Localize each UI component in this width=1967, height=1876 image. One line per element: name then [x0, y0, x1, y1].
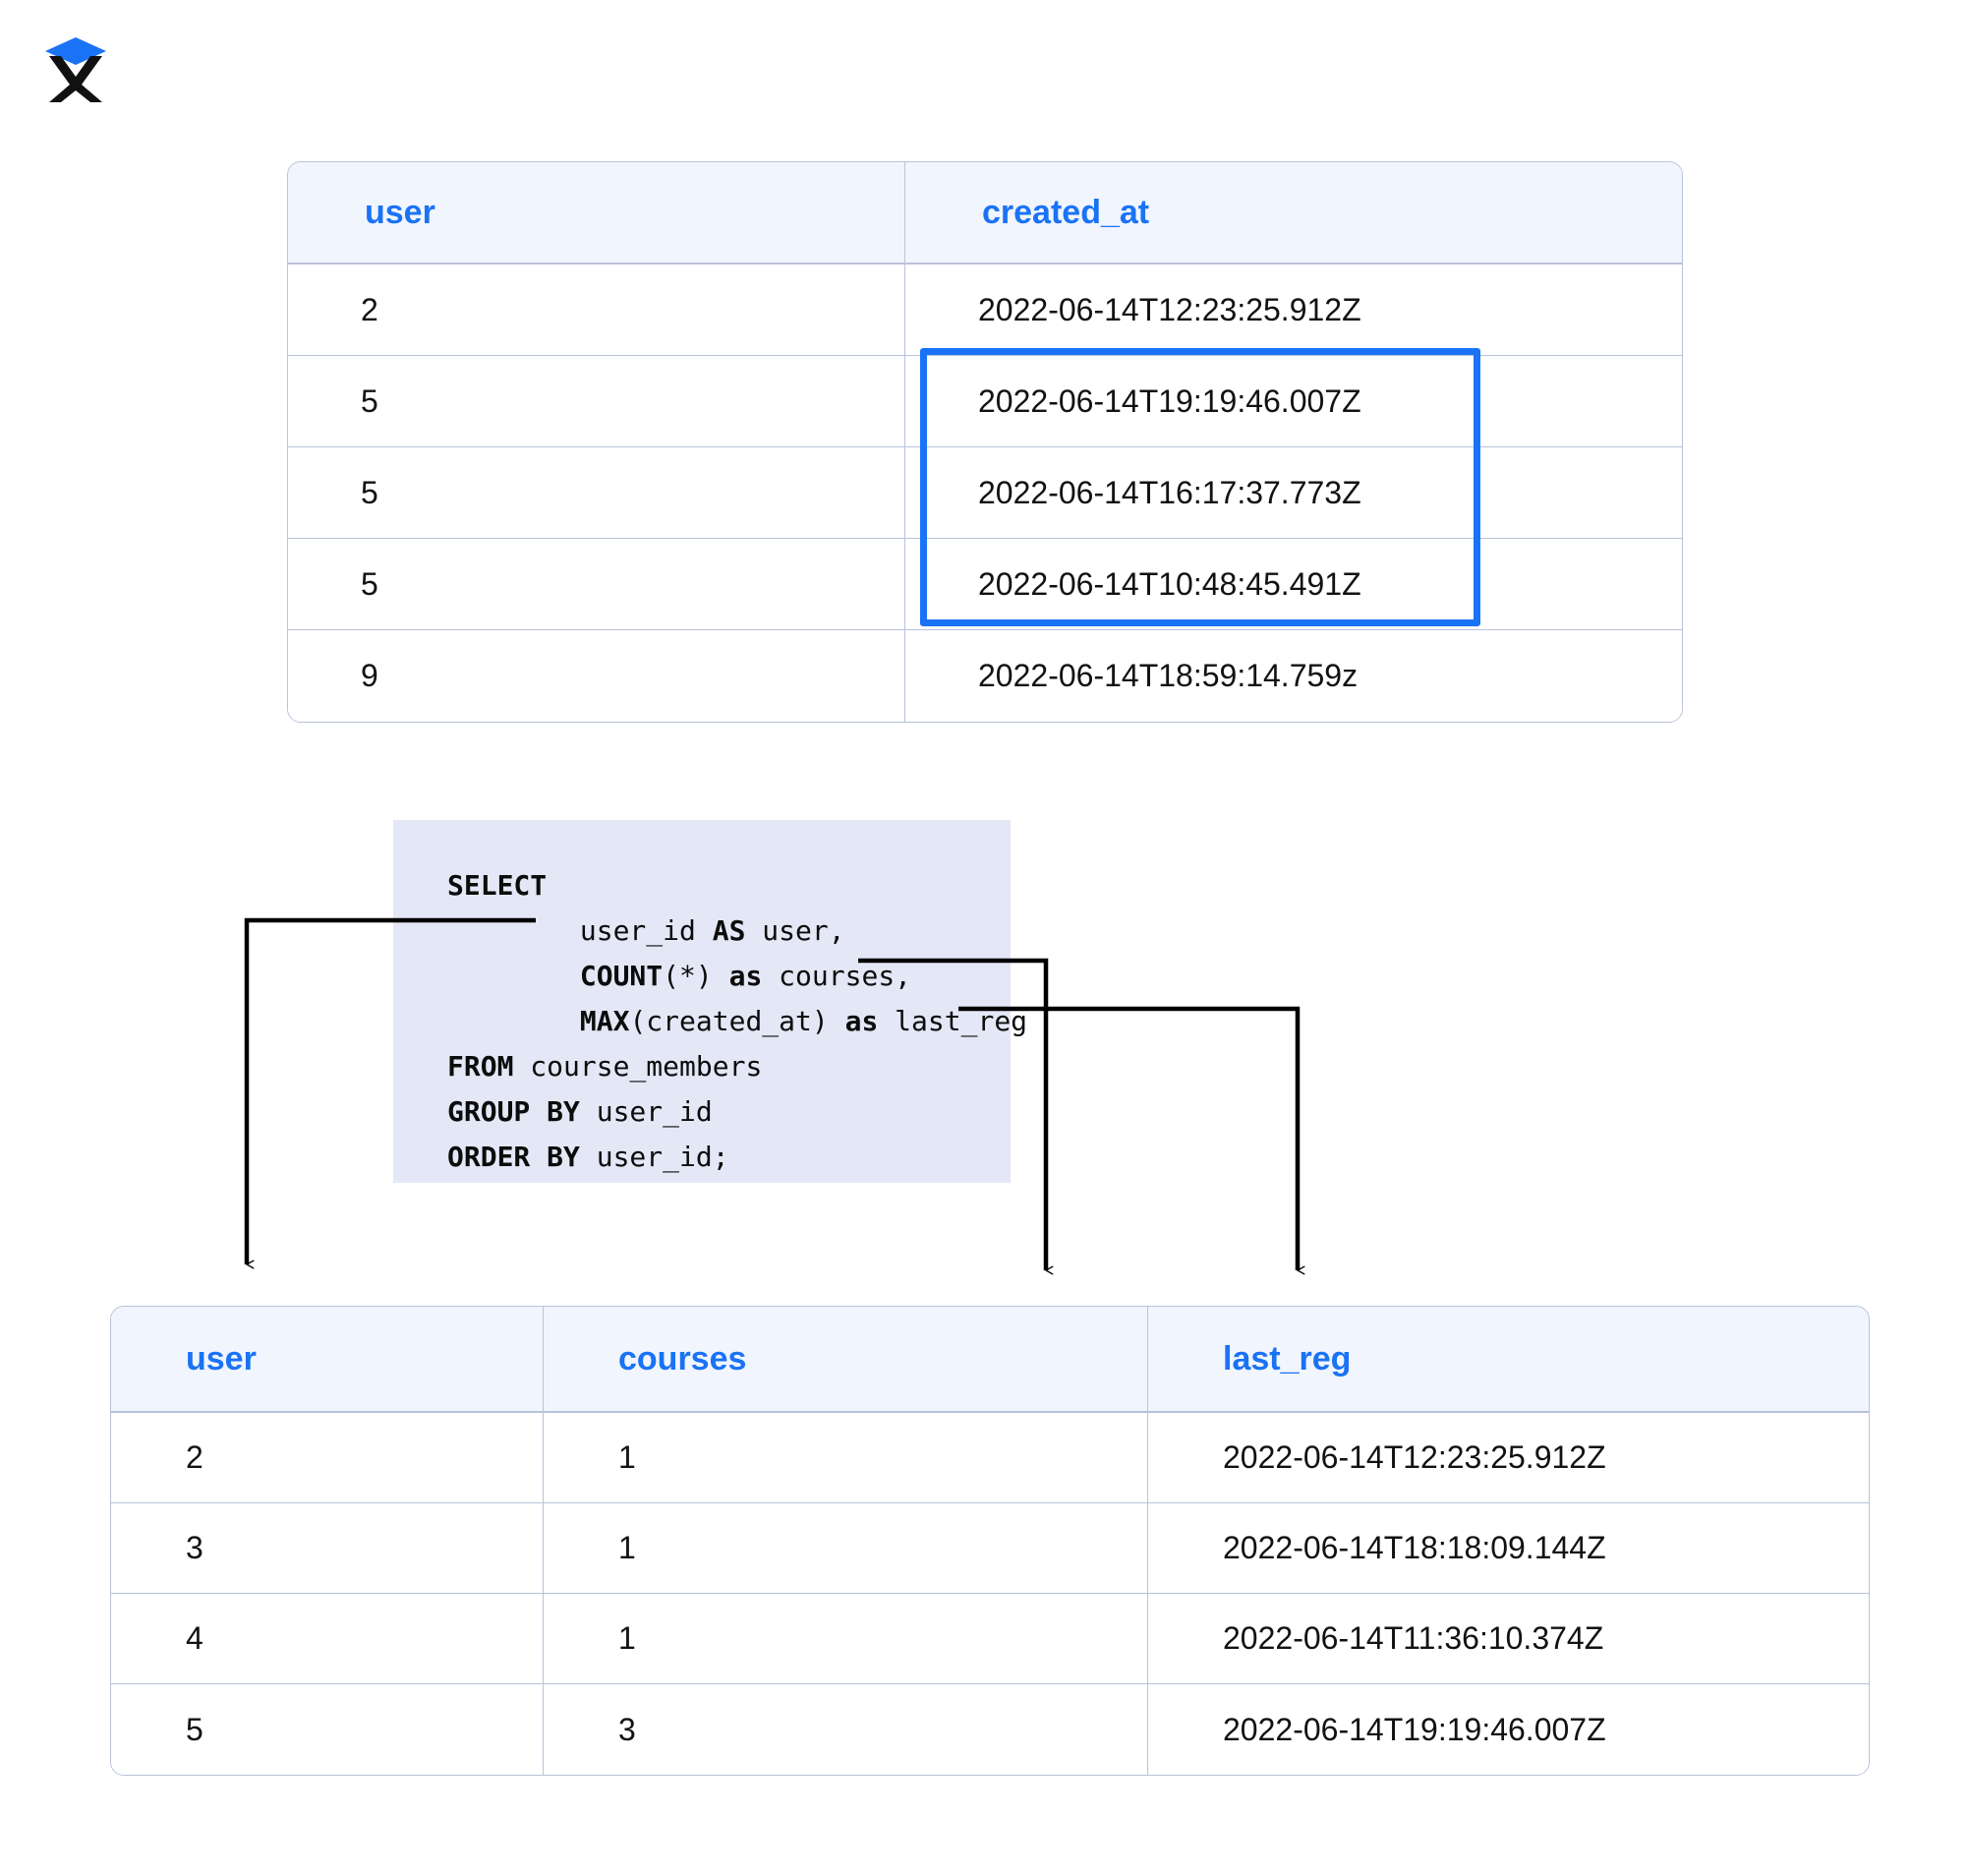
- table-row: 9 2022-06-14T18:59:14.759z: [288, 630, 1682, 722]
- cell-courses: 1: [544, 1594, 1148, 1684]
- cell-user: 4: [111, 1594, 544, 1684]
- table-header-row: user created_at: [288, 162, 1682, 264]
- table-row: 5 3 2022-06-14T19:19:46.007Z: [111, 1684, 1869, 1775]
- table-header-row: user courses last_reg: [111, 1307, 1869, 1413]
- cell-created-at: 2022-06-14T19:19:46.007Z: [905, 356, 1682, 447]
- result-table: user courses last_reg 2 1 2022-06-14T12:…: [110, 1306, 1870, 1776]
- column-header-user: user: [288, 162, 905, 264]
- source-table: user created_at 2 2022-06-14T12:23:25.91…: [287, 161, 1683, 723]
- column-header-created-at: created_at: [905, 162, 1682, 264]
- cell-user: 5: [288, 356, 905, 447]
- cell-user: 9: [288, 630, 905, 722]
- cell-courses: 1: [544, 1413, 1148, 1503]
- column-header-courses: courses: [544, 1307, 1148, 1413]
- column-header-last-reg: last_reg: [1148, 1307, 1869, 1413]
- cell-user: 2: [111, 1413, 544, 1503]
- table-row: 2 1 2022-06-14T12:23:25.912Z: [111, 1413, 1869, 1503]
- cell-user: 3: [111, 1503, 544, 1594]
- cell-courses: 1: [544, 1503, 1148, 1594]
- column-header-user: user: [111, 1307, 544, 1413]
- logo-letter-x-icon: [49, 56, 102, 102]
- cell-created-at: 2022-06-14T10:48:45.491Z: [905, 539, 1682, 630]
- cell-last-reg: 2022-06-14T19:19:46.007Z: [1148, 1684, 1869, 1775]
- table-row: 3 1 2022-06-14T18:18:09.144Z: [111, 1503, 1869, 1594]
- cell-user: 5: [288, 539, 905, 630]
- sql-code-text: SELECT user_id AS user, COUNT(*) as cour…: [447, 869, 1028, 1173]
- cell-courses: 3: [544, 1684, 1148, 1775]
- cell-user: 2: [288, 264, 905, 356]
- table-row: 4 1 2022-06-14T11:36:10.374Z: [111, 1594, 1869, 1684]
- cell-user: 5: [111, 1684, 544, 1775]
- cell-user: 5: [288, 447, 905, 539]
- cell-last-reg: 2022-06-14T18:18:09.144Z: [1148, 1503, 1869, 1594]
- table-row: 5 2022-06-14T10:48:45.491Z: [288, 539, 1682, 630]
- cell-last-reg: 2022-06-14T12:23:25.912Z: [1148, 1413, 1869, 1503]
- x-logo: [41, 29, 110, 104]
- cell-created-at: 2022-06-14T18:59:14.759z: [905, 630, 1682, 722]
- table-row: 5 2022-06-14T16:17:37.773Z: [288, 447, 1682, 539]
- cell-created-at: 2022-06-14T16:17:37.773Z: [905, 447, 1682, 539]
- table-row: 2 2022-06-14T12:23:25.912Z: [288, 264, 1682, 356]
- sql-code-block: SELECT user_id AS user, COUNT(*) as cour…: [393, 820, 1027, 1183]
- table-row: 5 2022-06-14T19:19:46.007Z: [288, 356, 1682, 447]
- cell-last-reg: 2022-06-14T11:36:10.374Z: [1148, 1594, 1869, 1684]
- cell-created-at: 2022-06-14T12:23:25.912Z: [905, 264, 1682, 356]
